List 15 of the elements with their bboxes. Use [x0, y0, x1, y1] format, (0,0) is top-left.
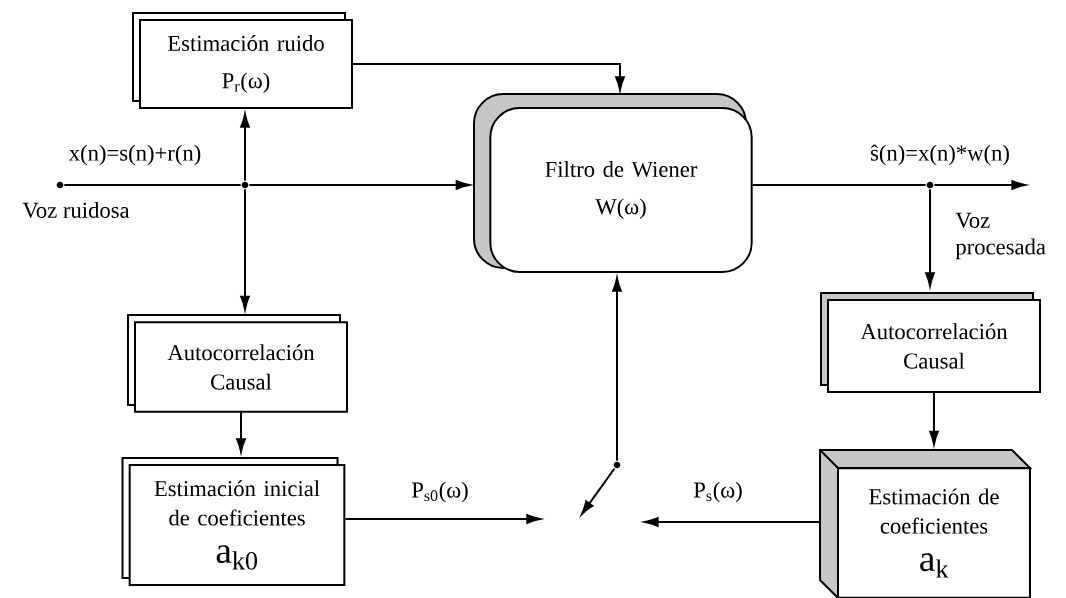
edge-label: P$_{s}$(ω) — [691, 480, 745, 504]
filter-box: Filtro de Wiener W(ω) — [473, 93, 753, 273]
process-box: Estimación ruido P$_{r}$(ω) — [132, 12, 353, 109]
arrow — [248, 180, 470, 190]
process-box: Autocorrelación Causal — [820, 292, 1041, 393]
switch-arm — [581, 467, 616, 515]
edge-label: P$_{s0}$(ω) — [410, 480, 471, 504]
process-box: Autocorrelación Causal — [127, 314, 348, 413]
arrow — [352, 63, 625, 91]
signal-label: Voz ruidosa — [22, 201, 130, 218]
signal-label: ŝ(n)=x(n)*w(n) — [870, 144, 1009, 166]
process-box: Estimación inicial de coeficientes a$_{k0}$ — [121, 457, 346, 586]
signal-label: x(n)=s(n)+r(n) — [68, 144, 201, 166]
process-box: Estimación de coeficientes a$_{k}$ — [819, 449, 1033, 598]
signal-label: Voz procesada — [955, 212, 1046, 260]
